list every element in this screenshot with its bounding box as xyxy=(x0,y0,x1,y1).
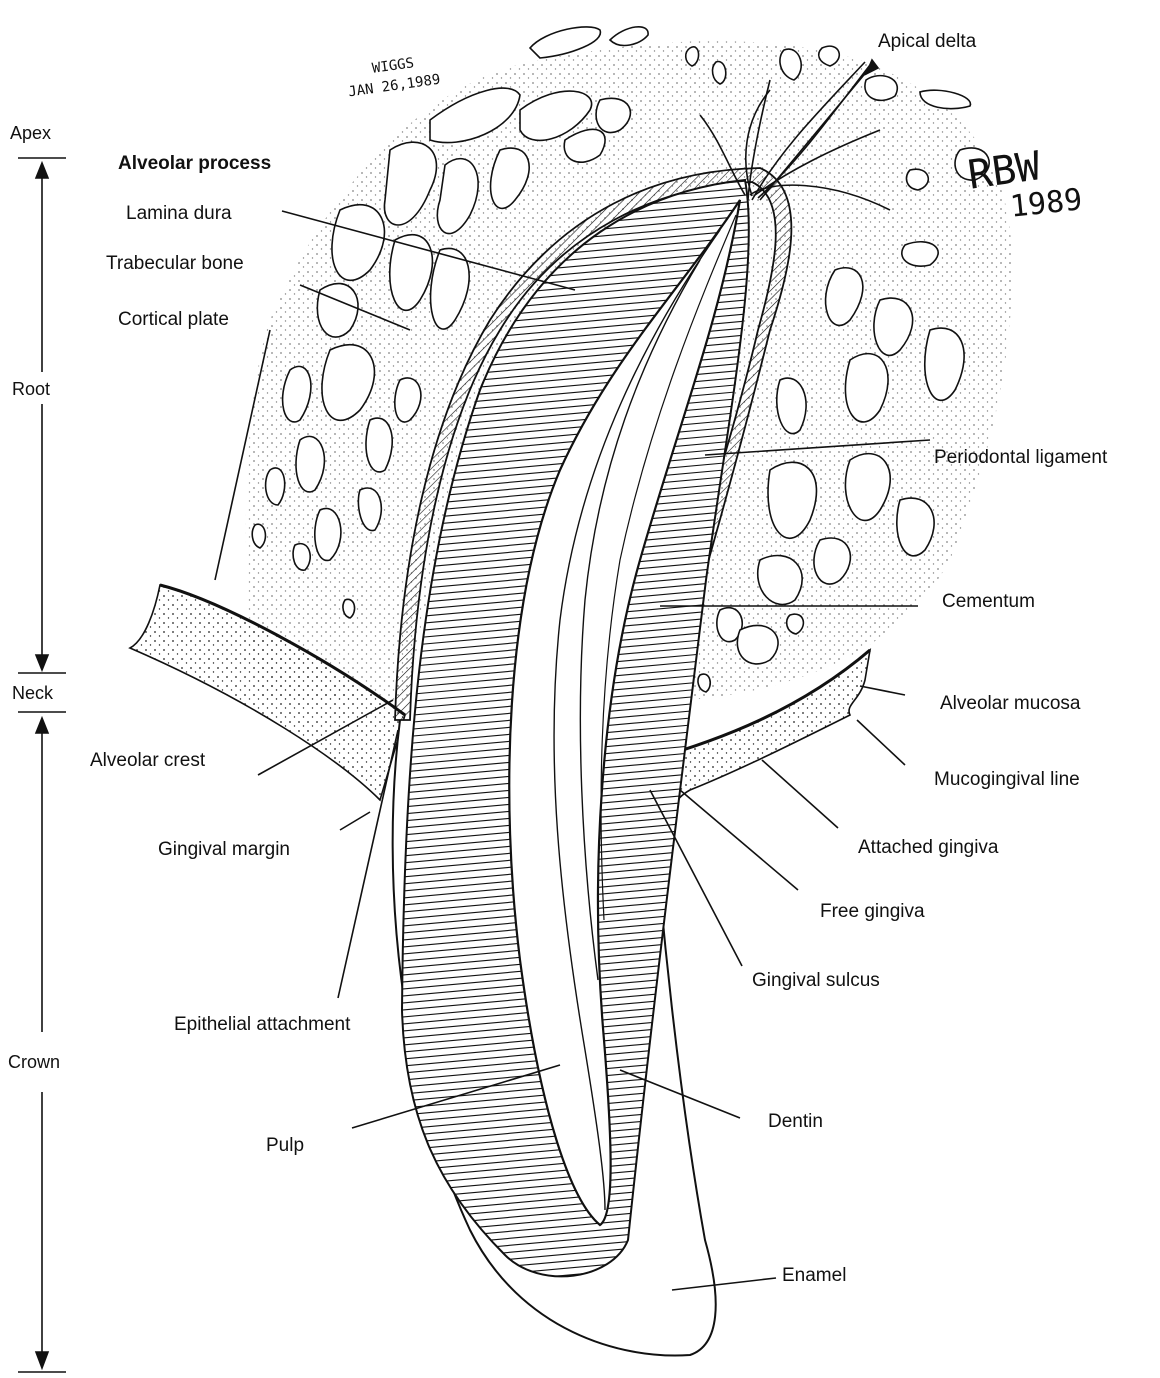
cementum-label: Cementum xyxy=(942,592,1035,611)
attached-gingiva-label: Attached gingiva xyxy=(858,838,999,857)
pulp-label: Pulp xyxy=(266,1136,304,1155)
scale-bar xyxy=(18,158,66,1372)
free-gingiva-label: Free gingiva xyxy=(820,902,925,921)
gingival-sulcus-label: Gingival sulcus xyxy=(752,971,880,990)
dentin-label: Dentin xyxy=(768,1112,823,1131)
alveolar-mucosa-label: Alveolar mucosa xyxy=(940,694,1080,713)
zone-neck-label: Neck xyxy=(12,684,53,702)
lamina-dura-label: Lamina dura xyxy=(126,204,232,223)
epithelial-attachment-label: Epithelial attachment xyxy=(174,1015,350,1034)
trabecular-bone-label: Trabecular bone xyxy=(106,254,244,273)
zone-crown-label: Crown xyxy=(8,1053,60,1071)
gingival-margin-label: Gingival margin xyxy=(158,840,290,859)
alveolar-process-label: Alveolar process xyxy=(118,154,271,173)
alveolar-crest-label: Alveolar crest xyxy=(90,751,205,770)
periodontal-ligament-label: Periodontal ligament xyxy=(934,448,1107,467)
zone-root-label: Root xyxy=(12,380,50,398)
zone-apex-label: Apex xyxy=(10,124,51,142)
apical-delta-label: Apical delta xyxy=(878,32,976,51)
signature-rbw-year: 1989 xyxy=(1008,182,1084,224)
enamel-label: Enamel xyxy=(782,1266,846,1285)
mucogingival-line-label: Mucogingival line xyxy=(934,770,1080,789)
cortical-plate-label: Cortical plate xyxy=(118,310,229,329)
